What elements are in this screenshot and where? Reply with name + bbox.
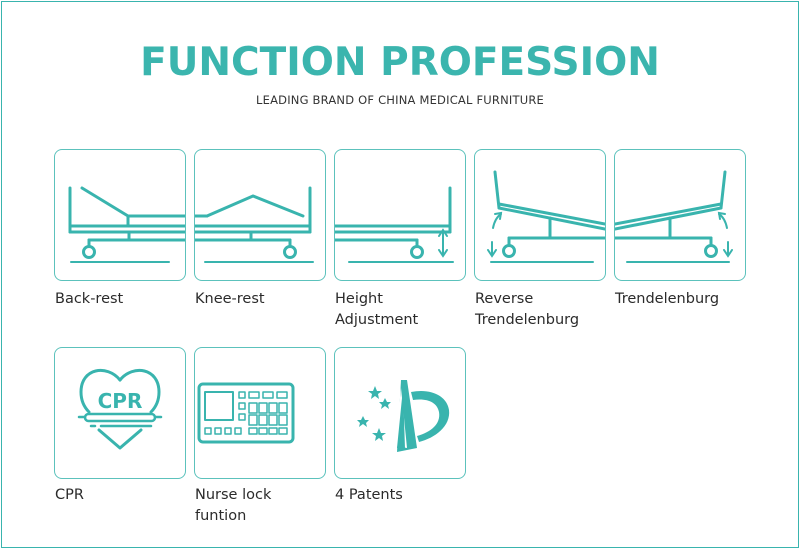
patents-star-logo-icon (357, 380, 450, 452)
function-card-back-rest (54, 149, 186, 281)
nurse-control-panel-icon (197, 382, 295, 444)
function-card-knee-rest (194, 149, 326, 281)
function-card-patents (334, 347, 466, 479)
back-rest-bed-icon (68, 186, 185, 263)
cpr-icon-text: CPR (98, 389, 143, 413)
function-card-trendelenburg (614, 149, 746, 281)
page-subtitle: LEADING BRAND OF CHINA MEDICAL FURNITURE (256, 93, 544, 107)
knee-rest-bed-icon (195, 186, 314, 263)
function-card-height-adjustment (334, 149, 466, 281)
function-label-height-adjustment: Height Adjustment (335, 291, 419, 328)
function-card-reverse-trendelenburg (474, 149, 606, 281)
function-label-knee-rest: Knee-rest (195, 291, 265, 307)
reverse-trendelenburg-bed-icon (487, 170, 605, 263)
cpr-heart-icon: CPR (77, 369, 163, 450)
function-label-patents: 4 Patents (335, 487, 403, 503)
trendelenburg-bed-icon (615, 170, 733, 263)
function-label-nurse-lock: Nurse lock funtion (195, 487, 272, 524)
function-label-trendelenburg: Trendelenburg (615, 291, 720, 307)
function-label-reverse-trendelenburg: Reverse Trendelenburg (475, 291, 580, 328)
page-title: FUNCTION PROFESSION (140, 40, 660, 85)
function-label-cpr: CPR (55, 487, 84, 503)
function-label-back-rest: Back-rest (55, 291, 124, 307)
height-adjustment-bed-icon (335, 186, 454, 263)
function-card-nurse-lock (194, 347, 326, 479)
function-card-cpr: CPR (54, 347, 186, 479)
